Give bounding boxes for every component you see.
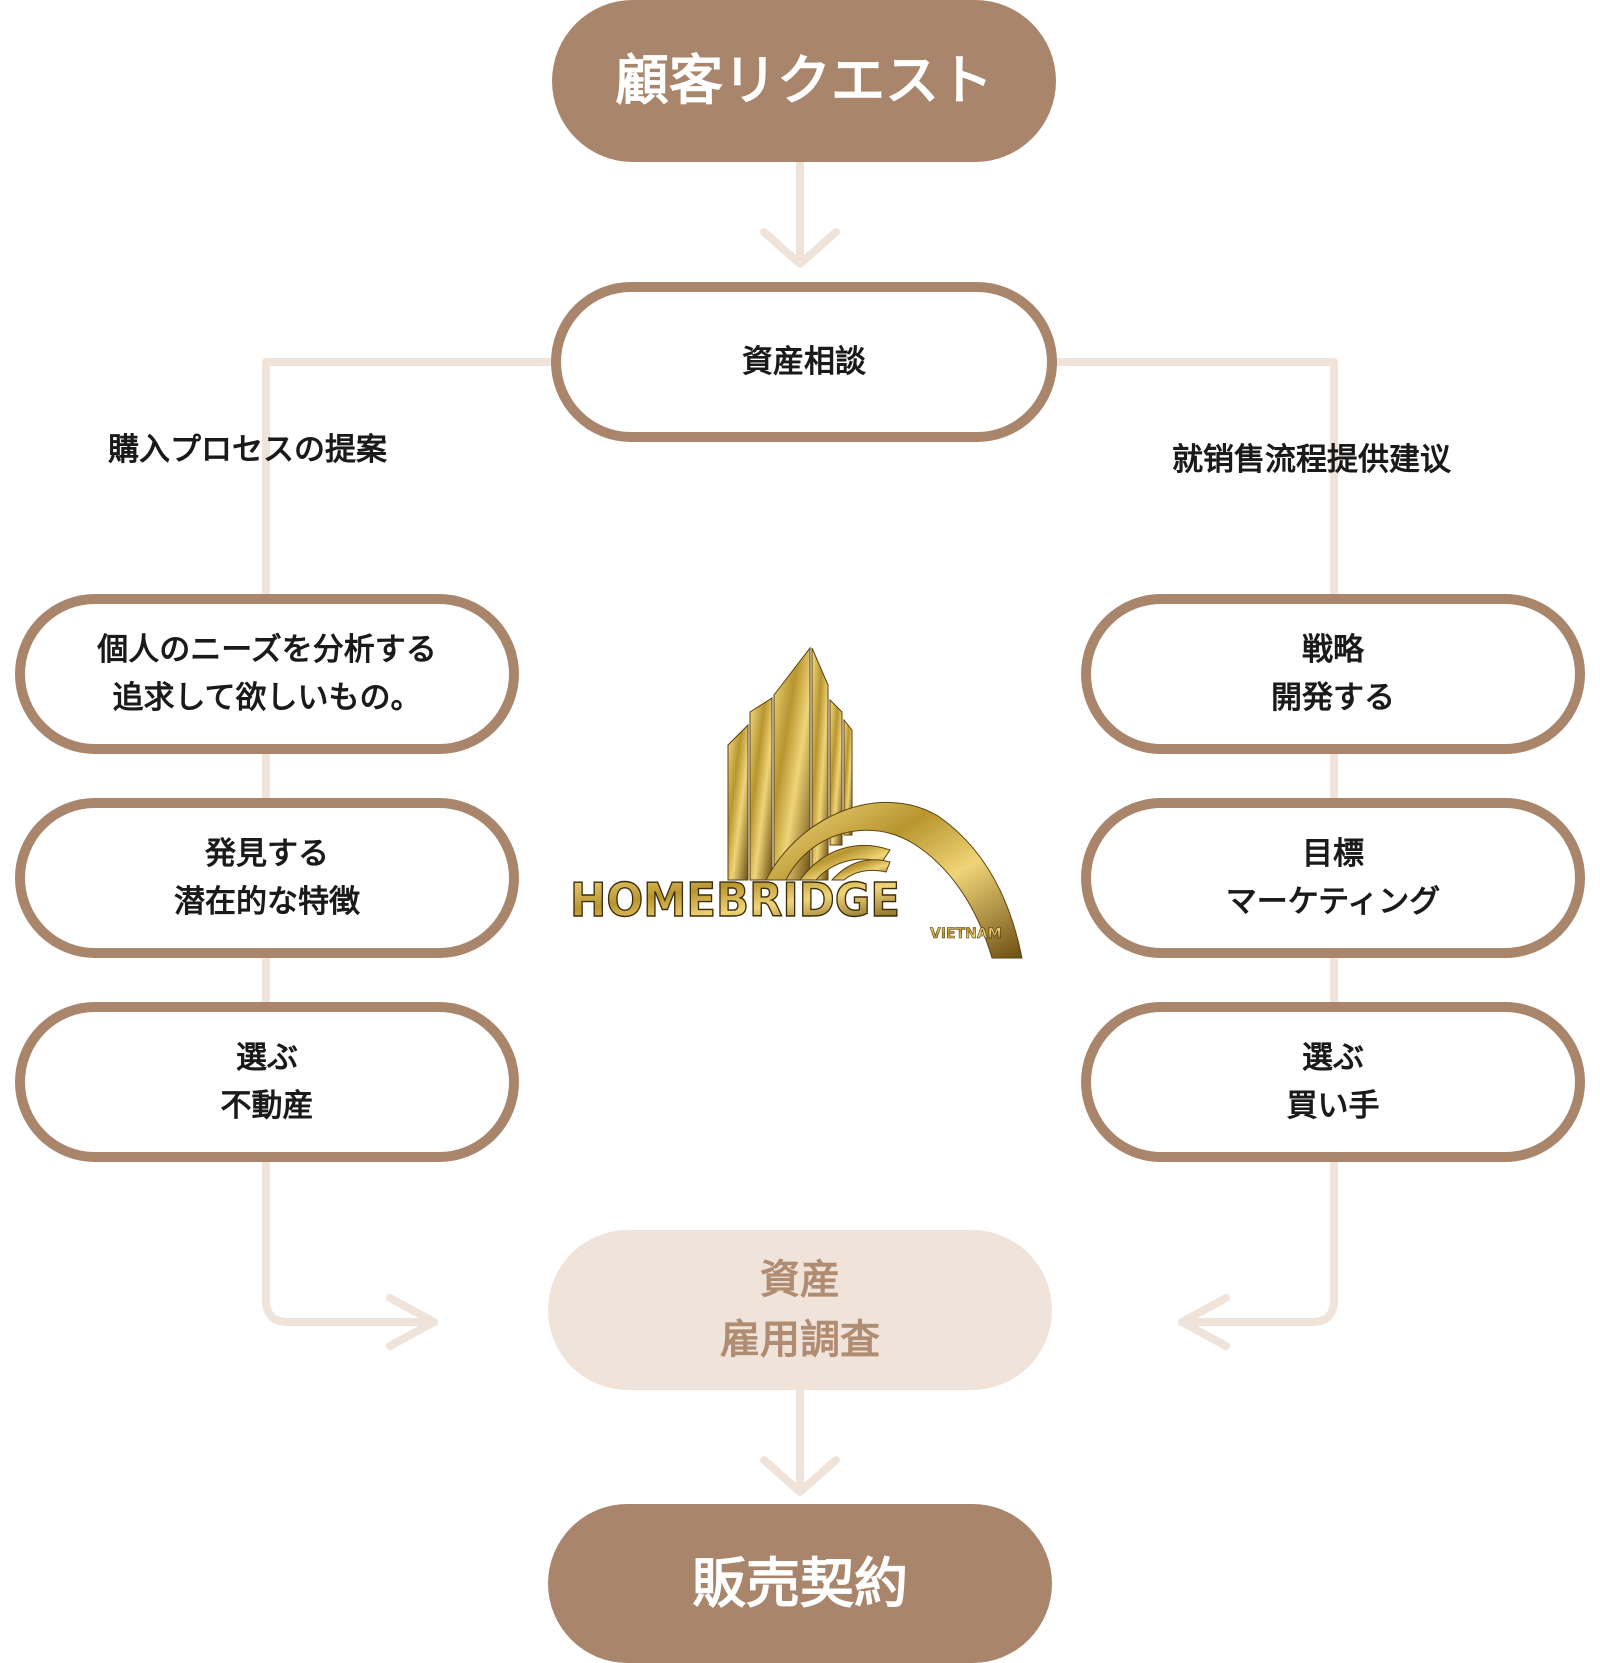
sales-contract-label: 販売契約 [692, 1551, 908, 1615]
arrowhead-left [386, 1294, 438, 1350]
asset-survey-line: 雇用調査 [720, 1317, 880, 1363]
sales-contract-node: 販売契約 [548, 1504, 1052, 1663]
arrowhead-right [1178, 1294, 1230, 1350]
right-step-line: 戦略 [1302, 631, 1364, 668]
left-step-select-property: 選ぶ 不動産 [15, 1002, 519, 1162]
left-step-line: 選ぶ [236, 1039, 298, 1076]
homebridge-logo: HOMEBRIDGE VIETNAM [569, 646, 1023, 959]
arrowhead-top [760, 228, 840, 268]
left-branch-heading: 購入プロセスの提案 [108, 432, 387, 468]
left-step-discover-features: 発見する 潜在的な特徴 [15, 798, 519, 958]
left-step-line: 発見する [205, 835, 329, 872]
connector-left-branch [262, 358, 560, 1326]
right-step-line: 選ぶ [1302, 1039, 1364, 1076]
asset-consultation-node: 資産相談 [551, 282, 1057, 442]
right-step-develop-strategy: 戦略 開発する [1081, 594, 1585, 754]
right-step-line: 目標 [1302, 835, 1364, 872]
customer-request-node: 顧客リクエスト [552, 0, 1056, 162]
homebridge-brand-text: HOMEBRIDGE [570, 873, 900, 927]
right-branch-heading: 就销售流程提供建议 [1172, 442, 1451, 478]
left-step-line: 追求して欲しいもの。 [112, 680, 422, 716]
right-step-target-marketing: 目標 マーケティング [1081, 798, 1585, 958]
asset-consultation-label: 資産相談 [742, 343, 866, 380]
vietnam-sub-text: VIETNAM [930, 926, 1002, 942]
right-step-line: マーケティング [1225, 884, 1441, 920]
right-step-line: 開発する [1271, 680, 1395, 716]
asset-survey-line: 資産 [760, 1257, 840, 1303]
left-step-line: 潜在的な特徴 [174, 884, 360, 920]
right-step-line: 買い手 [1286, 1088, 1380, 1124]
building-bridge-icon [727, 646, 1023, 959]
asset-survey-node: 資産 雇用調査 [548, 1230, 1052, 1390]
left-step-analyze-needs: 個人のニーズを分析する 追求して欲しいもの。 [15, 594, 519, 754]
right-step-select-buyer: 選ぶ 買い手 [1081, 1002, 1585, 1162]
arrowhead-bottom [760, 1456, 840, 1496]
left-step-line: 不動産 [220, 1088, 314, 1124]
left-step-line: 個人のニーズを分析する [97, 631, 437, 668]
customer-request-label: 顧客リクエスト [615, 49, 993, 113]
connector-right-branch [1050, 358, 1338, 1326]
